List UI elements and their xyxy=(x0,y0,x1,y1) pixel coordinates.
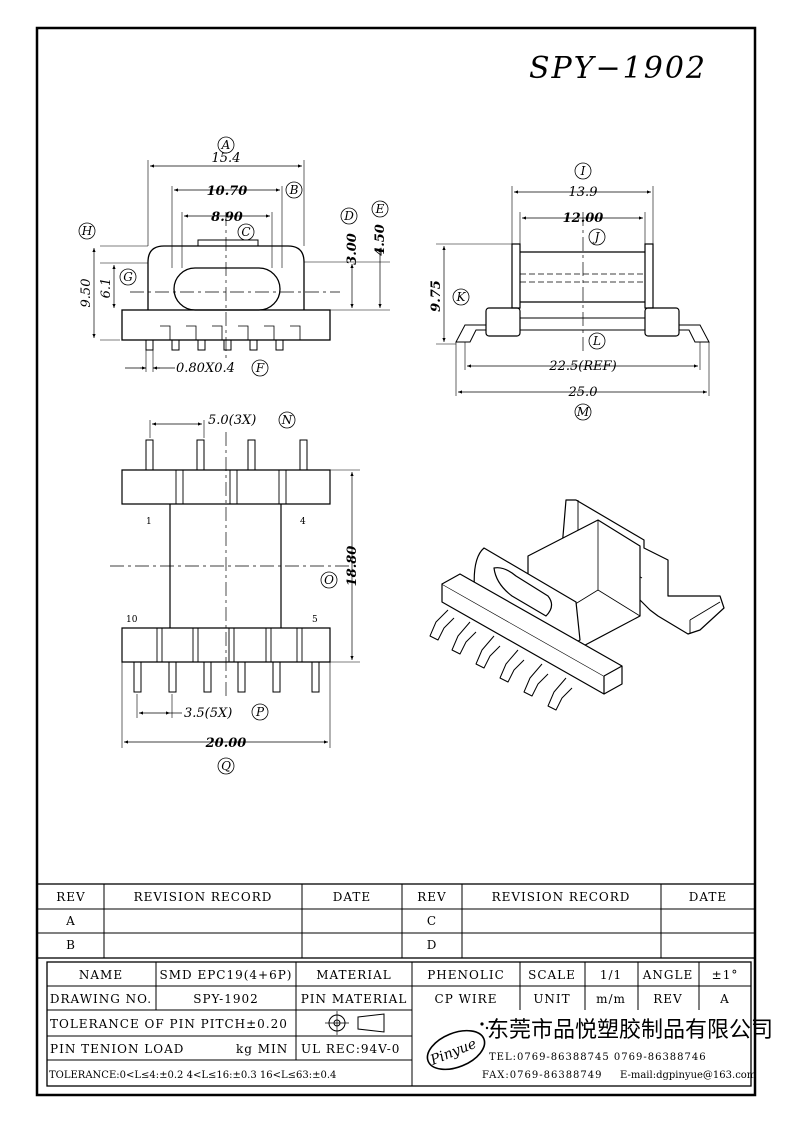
company-tel: TEL:0769-86388745 0769-86388746 xyxy=(489,1052,707,1063)
pin-tension: PIN TENION LOAD xyxy=(50,1042,184,1056)
unit-label: UNIT xyxy=(533,992,570,1006)
balloon-P: P xyxy=(255,705,265,719)
balloon-K: K xyxy=(456,290,467,304)
company-logo: Pinyue xyxy=(426,1022,489,1071)
rev-row-d: D xyxy=(427,938,438,952)
unit-value: m/m xyxy=(596,992,626,1006)
drawing-no-value: SPY-1902 xyxy=(193,992,259,1006)
bottom-view-balloons xyxy=(217,411,338,775)
dim-M-value: 25.0 xyxy=(568,385,598,400)
dim-C-value: 8.90 xyxy=(211,210,243,225)
rev-row-a: A xyxy=(65,914,76,928)
pin-label-1: 1 xyxy=(146,517,152,527)
pin-label-5: 5 xyxy=(312,615,318,625)
dim-G-value: 6.1 xyxy=(99,278,114,299)
rev-header-date-2: DATE xyxy=(689,890,727,904)
balloon-I: I xyxy=(580,164,586,178)
rev-header-rev-1: REV xyxy=(56,890,85,904)
balloon-J: J xyxy=(592,230,601,244)
balloon-N: N xyxy=(281,413,293,427)
balloon-O: O xyxy=(324,573,334,587)
balloon-H: H xyxy=(81,224,93,238)
dim-H-value: 9.50 xyxy=(79,279,94,308)
balloon-A: A xyxy=(221,138,231,152)
ul-rec: UL REC:94V-0 xyxy=(301,1042,400,1056)
dim-O-value: 18.80 xyxy=(345,546,360,587)
balloon-C: C xyxy=(241,225,250,239)
balloon-M: M xyxy=(576,405,590,419)
drawing-no-label: DRAWING NO. xyxy=(50,992,152,1006)
projection-symbol xyxy=(325,1011,385,1035)
dim-A-value: 15.4 xyxy=(212,151,241,166)
tolerance-range: TOLERANCE:0<L≤4:±0.2 4<L≤16:±0.3 16<L≤63… xyxy=(49,1070,336,1081)
bottom-view xyxy=(110,420,360,748)
dim-J-value: 12.00 xyxy=(563,211,604,226)
pin-material-label: PIN MATERIAL xyxy=(301,992,408,1006)
balloon-Q: Q xyxy=(221,759,231,773)
dim-I-value: 13.9 xyxy=(569,185,598,200)
side-view-labels: 13.9 12.00 9.75 22.5(REF) 25.0 xyxy=(429,185,617,400)
front-view xyxy=(92,160,390,372)
rev-row-b: B xyxy=(66,938,76,952)
isometric-view xyxy=(429,499,725,711)
logo-text: Pinyue xyxy=(427,1036,479,1069)
name-label: NAME xyxy=(79,968,123,982)
balloon-F: F xyxy=(255,361,265,375)
rev-label: REV xyxy=(653,992,682,1006)
scale-label: SCALE xyxy=(528,968,576,982)
dim-E-value: 4.50 xyxy=(373,224,388,256)
material-label: MATERIAL xyxy=(316,968,391,982)
dim-D-value: 3.00 xyxy=(345,233,360,265)
pin-material-value: CP WIRE xyxy=(435,992,498,1006)
front-view-balloons xyxy=(78,136,389,377)
company-fax: FAX:0769-86388749 xyxy=(482,1070,603,1081)
pin-label-4: 4 xyxy=(300,517,306,527)
rev-row-c: C xyxy=(427,914,437,928)
dim-F-value: 0.80X0.4 xyxy=(176,361,235,376)
pin-tension-unit: kg MIN xyxy=(236,1042,288,1056)
drawing-title: SPY−1902 xyxy=(529,51,707,86)
company-name: 东莞市品悦塑胶制品有限公司 xyxy=(487,1018,773,1043)
side-view xyxy=(436,186,710,396)
side-view-balloons xyxy=(452,162,606,421)
sheet-border xyxy=(35,26,757,1097)
rev-header-record-1: REVISION RECORD xyxy=(134,890,273,904)
dim-P-value: 3.5(5X) xyxy=(184,706,232,721)
balloon-L: L xyxy=(592,334,601,348)
dim-Q-value: 20.00 xyxy=(205,736,247,751)
rev-header-record-2: REVISION RECORD xyxy=(492,890,631,904)
balloon-G: G xyxy=(123,270,133,284)
rev-header-rev-2: REV xyxy=(417,890,446,904)
dim-K-value: 9.75 xyxy=(429,280,444,312)
dim-L-value: 22.5(REF) xyxy=(548,359,616,374)
angle-label: ANGLE xyxy=(642,968,693,982)
name-value: SMD EPC19(4+6P) xyxy=(160,968,293,982)
pin-label-10: 10 xyxy=(126,615,138,625)
title-block xyxy=(46,961,752,1087)
balloon-B: B xyxy=(289,183,299,197)
dim-N-value: 5.0(3X) xyxy=(208,413,256,428)
balloon-E: E xyxy=(375,202,385,216)
revision-table xyxy=(36,883,756,959)
material-value: PHENOLIC xyxy=(427,968,505,982)
tolerance-pitch: TOLERANCE OF PIN PITCH±0.20 xyxy=(50,1017,288,1031)
bottom-view-labels: 5.0(3X) 18.80 3.5(5X) 20.00 1 4 10 5 xyxy=(126,413,360,751)
front-view-pins xyxy=(145,325,301,351)
company-email: E-mail:dgpinyue@163.com xyxy=(620,1070,757,1081)
rev-header-date-1: DATE xyxy=(333,890,371,904)
dim-B-value: 10.70 xyxy=(207,184,248,199)
balloon-D: D xyxy=(343,209,354,223)
scale-value: 1/1 xyxy=(600,968,622,982)
front-view-labels: 15.4 10.70 8.90 9.50 6.1 3.00 4.50 0.80X… xyxy=(79,151,388,376)
angle-value: ±1° xyxy=(712,968,739,982)
rev-value: A xyxy=(719,992,730,1006)
